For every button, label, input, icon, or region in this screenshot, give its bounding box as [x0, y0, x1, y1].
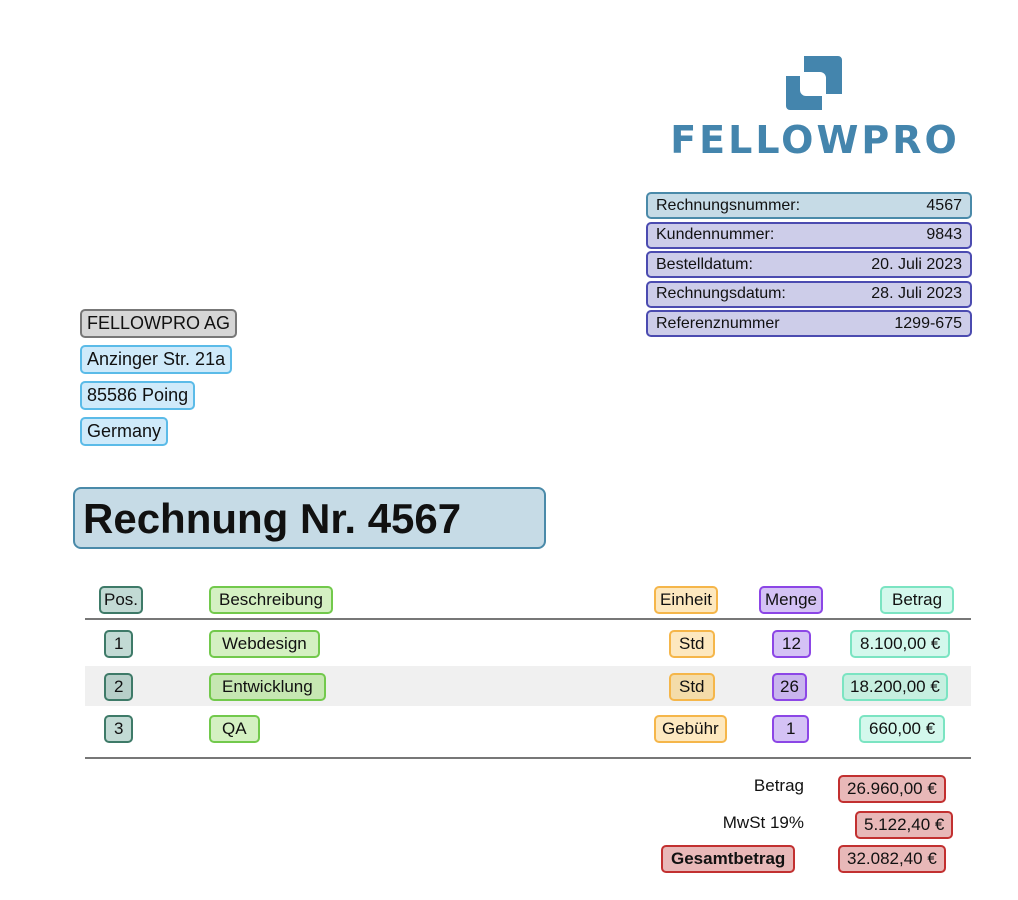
header-amount: Betrag — [880, 586, 955, 614]
row-amount: 660,00 € — [859, 715, 946, 743]
header-description: Beschreibung — [209, 586, 333, 614]
tax-value: 5.122,40 € — [855, 811, 954, 839]
subtotal-label: Betrag — [753, 776, 804, 795]
meta-value: 9843 — [926, 226, 962, 244]
meta-value: 1299-675 — [894, 314, 962, 332]
meta-value: 20. Juli 2023 — [871, 255, 962, 273]
header-quantity: Menge — [759, 586, 823, 614]
row-unit: Gebühr — [654, 715, 727, 743]
meta-label: Bestelldatum: — [656, 255, 753, 273]
meta-invoice-date: Rechnungsdatum: 28. Juli 2023 — [646, 280, 972, 308]
meta-value: 4567 — [926, 196, 962, 214]
meta-invoice-number: Rechnungsnummer: 4567 — [646, 192, 972, 219]
meta-order-date: Bestelldatum: 20. Juli 2023 — [646, 251, 972, 279]
row-pos: 3 — [104, 715, 134, 743]
header-unit: Einheit — [654, 586, 718, 614]
meta-value: 28. Juli 2023 — [871, 285, 962, 303]
total-value: 32.082,40 € — [838, 845, 946, 873]
total-label: Gesamtbetrag — [661, 845, 796, 873]
logo-wordmark: FELLOWPRO — [670, 118, 960, 162]
meta-label: Kundennummer: — [656, 226, 775, 244]
invoice-title: Rechnung Nr. 4567 — [73, 487, 546, 549]
fellowpro-logo-icon — [786, 56, 842, 110]
meta-label: Referenznummer — [656, 314, 780, 332]
address-company: FELLOWPRO AG — [80, 309, 238, 338]
meta-reference-number: Referenznummer 1299-675 — [646, 310, 972, 338]
row-quantity: 26 — [772, 673, 807, 701]
meta-label: Rechnungsdatum: — [656, 285, 786, 303]
row-pos: 1 — [104, 630, 134, 658]
address-city: 85586 Poing — [80, 381, 196, 410]
invoice-meta: Rechnungsnummer: 4567 Kundennummer: 9843… — [646, 192, 972, 340]
row-unit: Std — [669, 630, 715, 658]
row-pos: 2 — [104, 673, 134, 701]
table-bottom-divider — [85, 757, 971, 759]
row-unit: Std — [669, 673, 715, 701]
subtotal-value: 26.960,00 € — [838, 775, 946, 803]
row-quantity: 12 — [772, 630, 811, 658]
meta-label: Rechnungsnummer: — [656, 196, 801, 214]
row-quantity: 1 — [772, 715, 810, 743]
row-amount: 8.100,00 € — [850, 630, 951, 658]
meta-customer-number: Kundennummer: 9843 — [646, 221, 972, 249]
row-description: QA — [209, 715, 260, 743]
table-header-divider — [85, 618, 971, 620]
row-description: Entwicklung — [209, 673, 326, 701]
header-pos: Pos. — [99, 586, 144, 614]
address-street: Anzinger Str. 21a — [80, 345, 233, 374]
row-amount: 18.200,00 € — [842, 673, 948, 701]
address-country: Germany — [80, 417, 169, 446]
row-description: Webdesign — [209, 630, 320, 658]
tax-label: MwSt 19% — [722, 813, 804, 832]
